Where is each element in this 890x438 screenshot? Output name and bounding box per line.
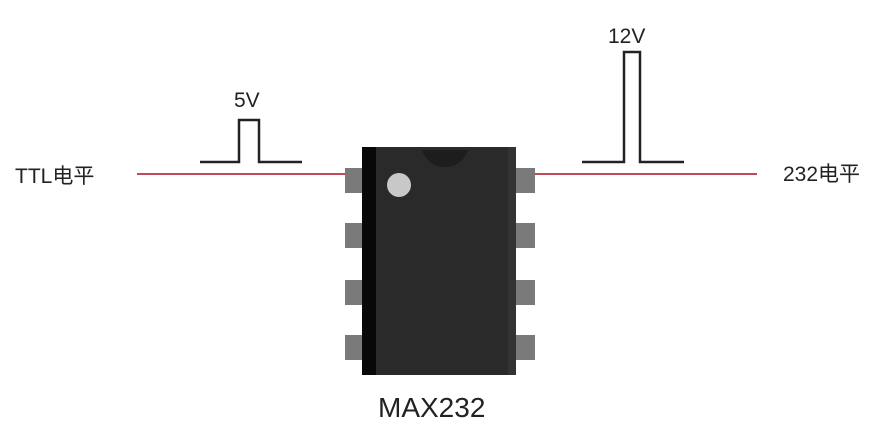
pulse-5v-label: 5V [234, 89, 260, 112]
pulse-12v-label: 12V [608, 25, 646, 48]
chip-notch [422, 150, 468, 168]
pulse-5v-waveform [200, 118, 302, 164]
ttl-level-label: TTL电平 [15, 165, 95, 188]
pulse-12v-waveform [582, 50, 684, 164]
pin1-dot [387, 173, 411, 197]
chip-name-label: MAX232 [378, 392, 486, 423]
rs232-level-label: 232电平 [783, 163, 861, 186]
chip-body [362, 147, 516, 375]
